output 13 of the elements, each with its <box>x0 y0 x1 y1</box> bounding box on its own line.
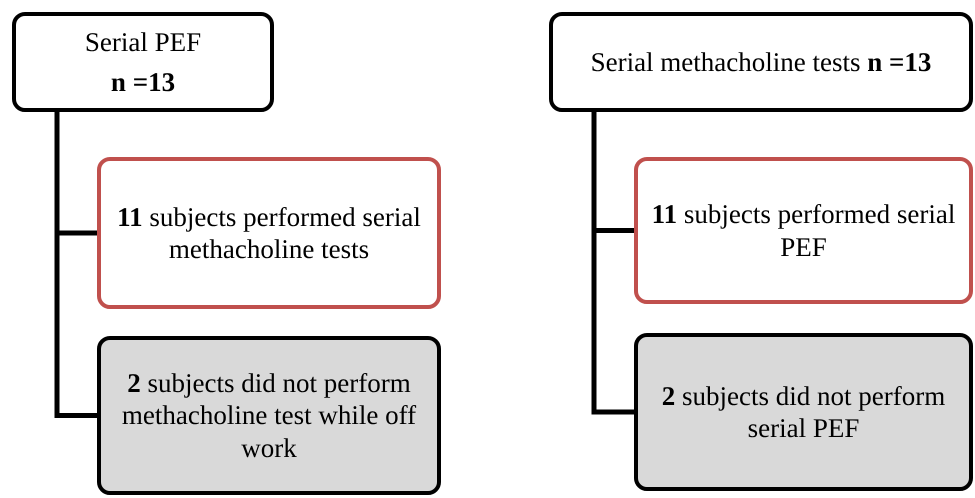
result-box <box>634 157 973 304</box>
box-text: 2 subjects did not perform methacholine test while off work <box>120 366 418 464</box>
box-text: Serial methacholine tests n =13 <box>590 46 932 78</box>
title-box <box>12 12 274 112</box>
box-text: 11 subjects performed serial methacholine tests <box>116 200 422 266</box>
box-text: 2 subjects did not perform serial PEF <box>660 380 946 444</box>
box-text: Serial PEF <box>84 26 202 58</box>
exclusion-box <box>634 333 973 491</box>
box-text: 11 subjects performed serial PEF <box>650 198 956 263</box>
box-text: n =13 <box>110 66 176 98</box>
result-box <box>97 157 441 309</box>
exclusion-box <box>97 336 441 495</box>
title-box <box>549 12 973 112</box>
